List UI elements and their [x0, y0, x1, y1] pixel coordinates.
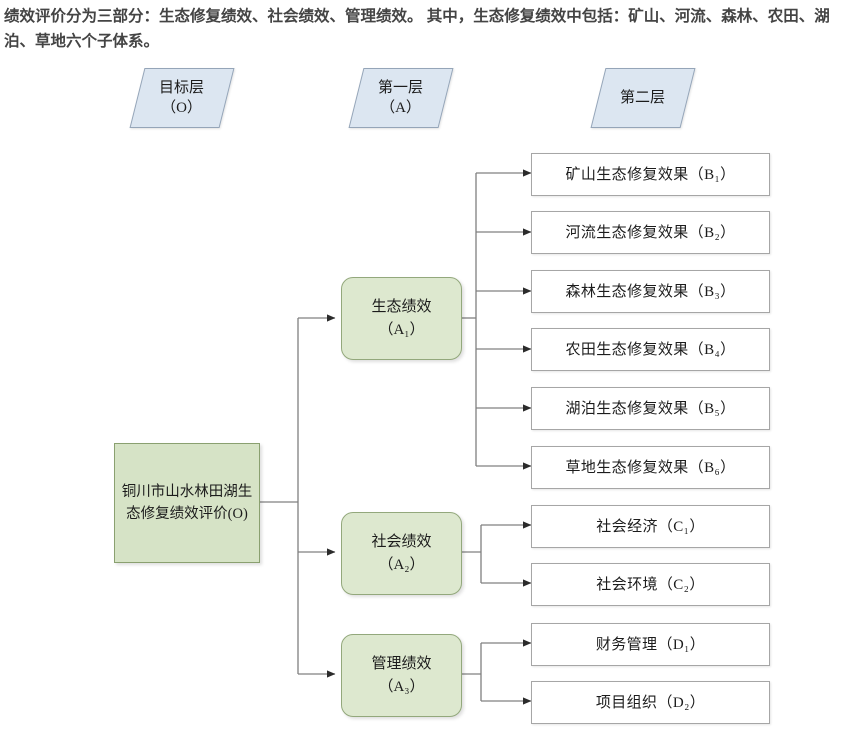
node-b4-farmland-restoration[interactable]: 农田生态修复效果（B₄） [531, 328, 770, 371]
node-a3-label: 管理绩效 （A₃） [371, 655, 432, 695]
band-goal-label: 目标层 （O） [159, 80, 205, 116]
node-b5-label: 湖泊生态修复效果（B₅） [565, 400, 736, 417]
intro-caption: 绩效评价分为三部分：生态修复绩效、社会绩效、管理绩效。 其中，生态修复绩效中包括… [4, 8, 830, 50]
node-b2-river-restoration[interactable]: 河流生态修复效果（B₂） [531, 211, 770, 254]
node-b6-grassland-restoration[interactable]: 草地生态修复效果（B₆） [531, 446, 770, 489]
band-second-label: 第二层 [620, 90, 666, 106]
node-b1-mine-restoration[interactable]: 矿山生态修复效果（B₁） [531, 153, 770, 196]
node-c2-social-environment[interactable]: 社会环境（C₂） [531, 563, 770, 606]
node-d1-label: 财务管理（D₁） [595, 636, 706, 653]
node-b4-label: 农田生态修复效果（B₄） [565, 341, 736, 358]
node-b5-lake-restoration[interactable]: 湖泊生态修复效果（B₅） [531, 387, 770, 430]
node-b3-label: 森林生态修复效果（B₃） [565, 283, 736, 300]
node-d2-project-organization[interactable]: 项目组织（D₂） [531, 681, 770, 724]
band-first-label: 第一层 （A） [378, 80, 424, 116]
node-a1-label: 生态绩效 （A₁） [371, 298, 432, 338]
node-a3-management-performance[interactable]: 管理绩效 （A₃） [341, 634, 462, 717]
node-c1-social-economy[interactable]: 社会经济（C₁） [531, 505, 770, 548]
node-c1-label: 社会经济（C₁） [596, 518, 705, 535]
node-root[interactable]: 铜川市山水林田湖生态修复绩效评价(O) [114, 443, 260, 563]
node-a1-ecological-performance[interactable]: 生态绩效 （A₁） [341, 277, 462, 360]
node-a2-label: 社会绩效 （A₂） [371, 533, 432, 573]
node-d1-financial-management[interactable]: 财务管理（D₁） [531, 623, 770, 666]
node-c2-label: 社会环境（C₂） [596, 576, 705, 593]
node-b6-label: 草地生态修复效果（B₆） [565, 459, 736, 476]
band-goal-layer: 目标层 （O） [129, 68, 235, 128]
node-b1-label: 矿山生态修复效果（B₁） [565, 166, 736, 183]
node-d2-label: 项目组织（D₂） [595, 694, 706, 711]
node-b3-forest-restoration[interactable]: 森林生态修复效果（B₃） [531, 270, 770, 313]
node-a2-social-performance[interactable]: 社会绩效 （A₂） [341, 512, 462, 595]
node-root-label: 铜川市山水林田湖生态修复绩效评价(O) [121, 484, 253, 522]
node-b2-label: 河流生态修复效果（B₂） [565, 224, 736, 241]
band-second-layer: 第二层 [590, 68, 696, 128]
band-first-layer: 第一层 （A） [348, 68, 454, 128]
